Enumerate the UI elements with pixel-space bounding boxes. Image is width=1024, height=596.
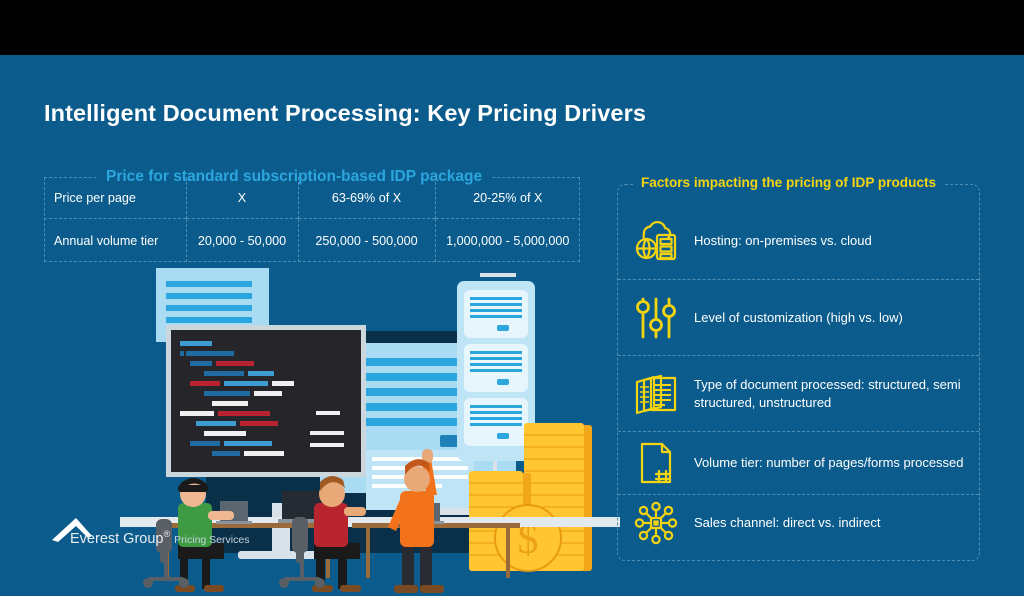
factors-panel: Factors impacting the pricing of IDP pro… — [617, 175, 980, 561]
slide-canvas: $ — [0, 55, 1024, 596]
factor-label: Volume tier: number of pages/forms proce… — [694, 455, 964, 471]
documents-stack-icon — [618, 370, 694, 418]
factor-label: Type of document processed: structured, … — [694, 376, 961, 410]
factor-label: Level of customization (high vs. low) — [694, 309, 903, 325]
top-black-bar — [0, 0, 1024, 55]
logo-brand: Everest Group — [70, 530, 164, 547]
factor-item-customization: Level of customization (high vs. low) — [618, 279, 979, 355]
factor-item-hosting: Hosting: on-premises vs. cloud — [618, 203, 979, 279]
logo-text: Everest Group® Pricing Services — [70, 529, 249, 547]
svg-text:$: $ — [518, 517, 539, 563]
everest-group-logo: Everest Group® Pricing Services — [50, 516, 250, 550]
factors-panel-title: Factors impacting the pricing of IDP pro… — [633, 175, 945, 190]
page-title: Intelligent Document Processing: Key Pri… — [44, 100, 646, 126]
pricing-table-block: Price for standard subscription-based ID… — [44, 168, 580, 262]
table-row: Price per page X 63-69% of X 20-25% of X — [44, 177, 580, 219]
cell-price-tier-2: 63-69% of X — [297, 177, 435, 219]
cell-volume-tier-3: 1,000,000 - 5,000,000 — [434, 218, 580, 262]
cell-price-tier-3: 20-25% of X — [434, 177, 580, 219]
network-hub-icon — [618, 499, 694, 547]
factor-item-document-type: Type of document processed: structured, … — [618, 355, 979, 431]
sliders-icon — [618, 294, 694, 342]
document-hash-icon — [618, 439, 694, 487]
factor-item-sales-channel: Sales channel: direct vs. indirect — [618, 494, 979, 551]
cell-volume-tier-2: 250,000 - 500,000 — [297, 218, 435, 262]
pricing-table: Price per page X 63-69% of X 20-25% of X… — [44, 177, 580, 262]
logo-tagline: Pricing Services — [174, 533, 250, 546]
factor-label: Hosting: on-premises vs. cloud — [694, 233, 872, 249]
table-row: Annual volume tier 20,000 - 50,000 250,0… — [44, 218, 580, 262]
cloud-server-globe-icon — [618, 216, 694, 266]
row-label-price-per-page: Price per page — [54, 190, 136, 205]
row-label-annual-volume-tier: Annual volume tier — [44, 218, 186, 262]
factor-label: Sales channel: direct vs. indirect — [694, 515, 881, 531]
mountain-chevron-icon — [52, 518, 92, 542]
cell-volume-tier-1: 20,000 - 50,000 — [185, 218, 298, 262]
illustration: $ — [120, 255, 620, 596]
factor-item-volume-tier: Volume tier: number of pages/forms proce… — [618, 431, 979, 494]
cell-price-tier-1: X — [185, 177, 298, 219]
logo-registered-mark: ® — [163, 529, 171, 539]
